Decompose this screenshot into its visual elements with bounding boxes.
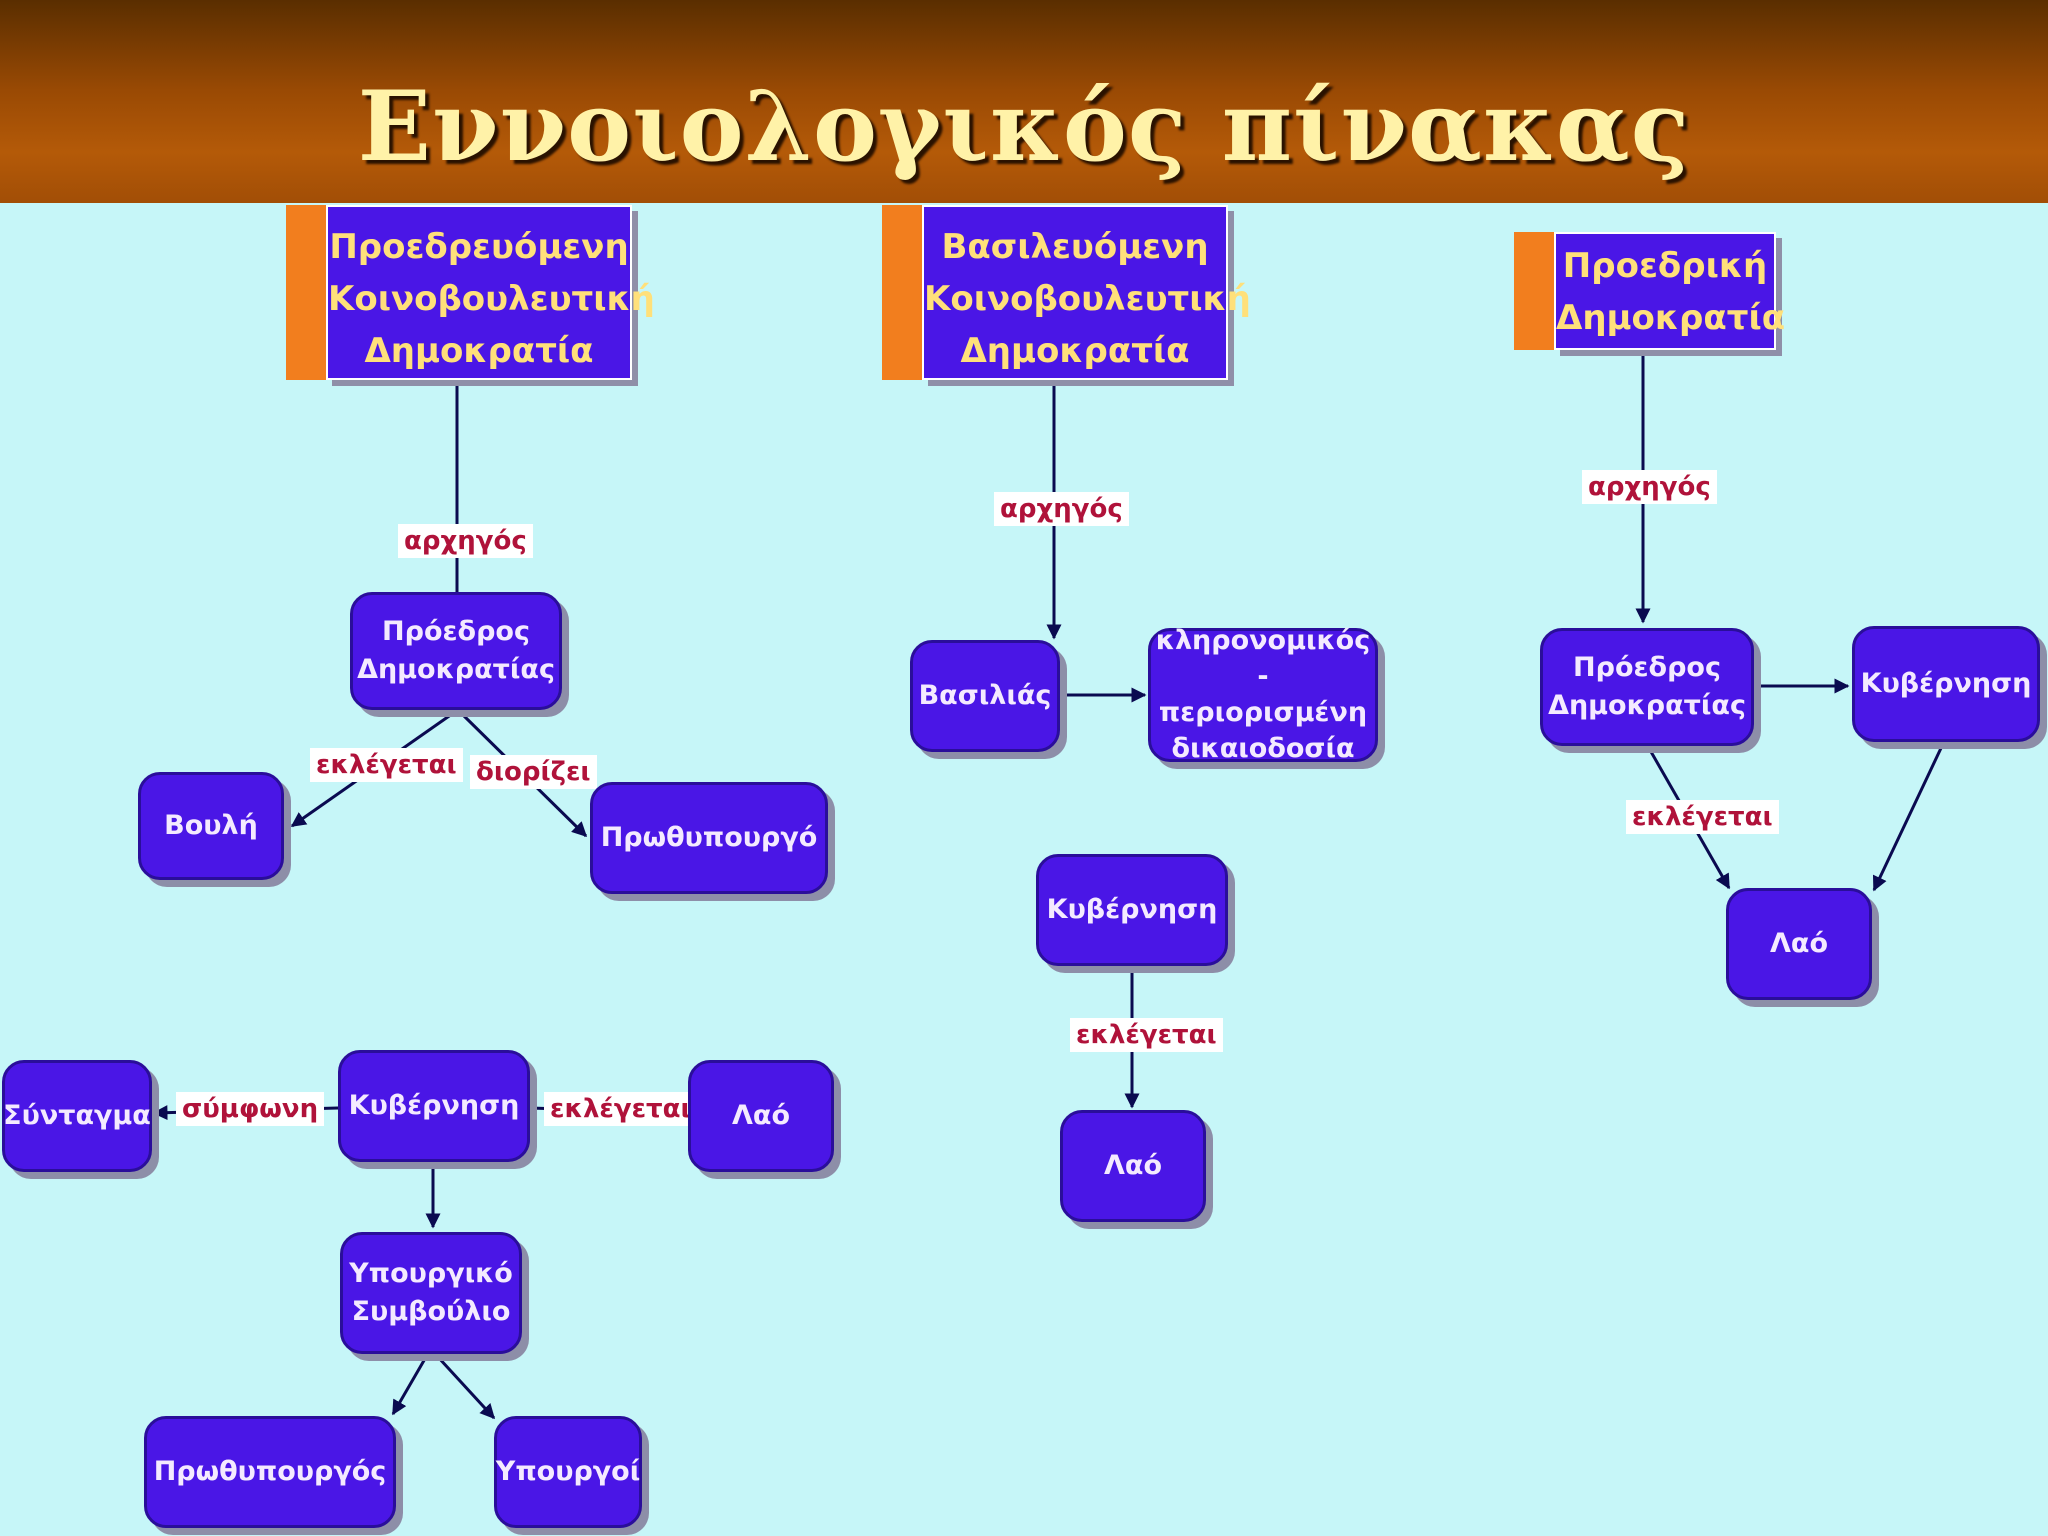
label-elected-right: εκλέγεται bbox=[1626, 800, 1779, 834]
label-head-left: αρχηγός bbox=[398, 524, 533, 558]
node-people-middle: Λαό bbox=[1060, 1110, 1206, 1222]
header-presidential-parliamentary: Προεδρευόμενη Κοινοβουλευτική Δημοκρατία bbox=[286, 205, 655, 380]
header-royal-parliamentary: Βασιλευόμενη Κοινοβουλευτική Δημοκρατία bbox=[882, 205, 1251, 380]
edge-government-people-right bbox=[1872, 745, 1944, 892]
header-presidential: Προεδρική Δημοκρατία bbox=[1514, 232, 1785, 350]
node-president-left: Πρόεδρος Δημοκρατίας bbox=[350, 592, 562, 710]
node-prime-minister: Πρωθυπουργό bbox=[590, 782, 828, 894]
label-appoints-left: διορίζει bbox=[470, 755, 597, 789]
node-constitution: Σύνταγμα bbox=[2, 1060, 152, 1172]
label-according: σύμφωνη bbox=[176, 1092, 325, 1126]
edge-cabinet-ministers bbox=[436, 1355, 496, 1420]
node-hereditary: κληρονομικός - περιορισμένη δικαιοδοσία bbox=[1148, 625, 1378, 764]
node-government-left: Κυβέρνηση bbox=[338, 1050, 530, 1162]
node-people-left: Λαό bbox=[688, 1060, 834, 1172]
node-government-right: Κυβέρνηση bbox=[1852, 626, 2040, 742]
label-elected-left: εκλέγεται bbox=[310, 748, 463, 782]
label-head-middle: αρχηγός bbox=[994, 492, 1129, 526]
node-ministers: Υπουργοί bbox=[494, 1416, 642, 1528]
label-head-right: αρχηγός bbox=[1582, 470, 1717, 504]
label-elected2-left: εκλέγεται bbox=[544, 1092, 697, 1126]
label-elected-middle: εκλέγεται bbox=[1070, 1018, 1223, 1052]
node-king: Βασιλιάς bbox=[910, 640, 1060, 752]
edge-cabinet-pm bbox=[391, 1356, 428, 1416]
node-parliament: Βουλή bbox=[138, 772, 284, 880]
node-cabinet: Υπουργικό Συμβούλιο bbox=[340, 1232, 522, 1354]
node-people-right: Λαό bbox=[1726, 888, 1872, 1000]
title-bar: Εννοιολογικός πίνακας bbox=[0, 0, 2048, 203]
node-government-middle: Κυβέρνηση bbox=[1036, 854, 1228, 966]
page-title: Εννοιολογικός πίνακας bbox=[357, 70, 1691, 183]
node-prime-minister-nom: Πρωθυπουργός bbox=[144, 1416, 396, 1528]
node-president-right: Πρόεδρος Δημοκρατίας bbox=[1540, 628, 1754, 746]
